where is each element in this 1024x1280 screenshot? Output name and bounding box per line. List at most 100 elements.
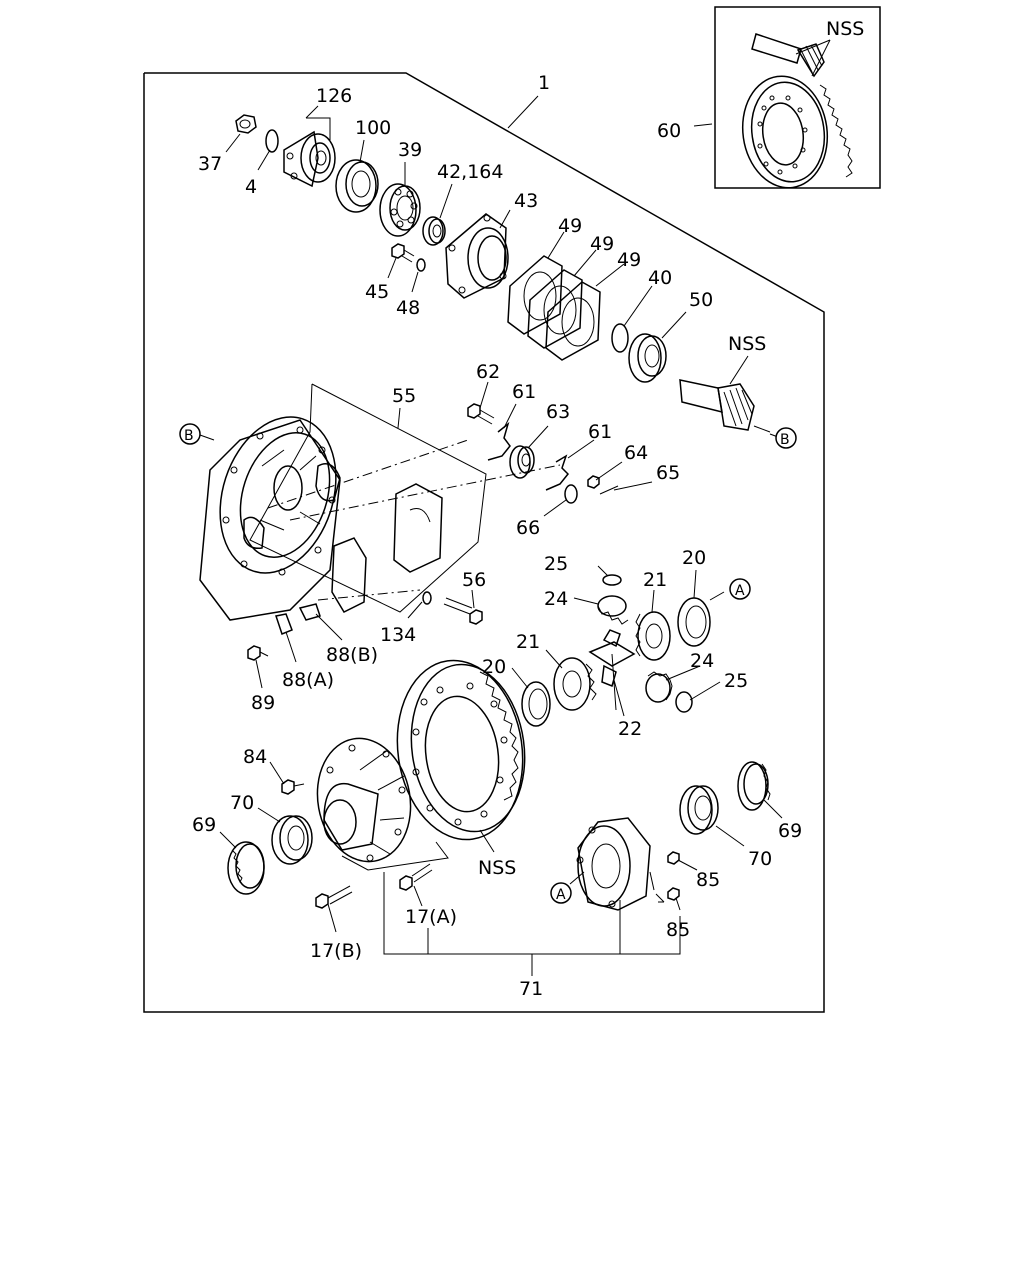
bearing-50 <box>628 333 667 383</box>
washer-48 <box>416 258 426 272</box>
ring-pinion-set-inset <box>741 33 853 189</box>
label-69b: 69 <box>778 820 802 842</box>
bolt-17a <box>399 863 433 891</box>
label-b-right: B <box>780 432 790 448</box>
companion-flange-126 <box>283 130 336 188</box>
label-45: 45 <box>365 281 389 303</box>
label-71: 71 <box>519 978 543 1000</box>
label-49b: 49 <box>590 233 614 255</box>
bracket-55 <box>249 383 487 613</box>
label-70b: 70 <box>748 848 772 870</box>
spacer-42-164 <box>422 216 446 246</box>
label-49a: 49 <box>558 215 582 237</box>
adjuster-69b <box>737 761 771 811</box>
bolt-89 <box>247 645 269 661</box>
shims-49 <box>507 255 601 361</box>
label-42-164: 42,164 <box>437 161 503 183</box>
bearing-70a <box>271 815 313 865</box>
bolt-17b <box>315 885 353 909</box>
drive-pinion <box>679 379 771 433</box>
washer-134 <box>422 591 432 605</box>
bearing-70b <box>679 785 719 835</box>
bolt-84 <box>281 779 305 795</box>
label-62: 62 <box>476 361 500 383</box>
pinion-gear-24b <box>645 671 673 703</box>
label-a-bottom: A <box>556 887 566 903</box>
leader-lines <box>199 39 831 933</box>
ring-gear <box>396 659 526 841</box>
label-134: 134 <box>380 624 416 646</box>
spider-22 <box>588 629 636 711</box>
label-nss-inset: NSS <box>826 18 864 40</box>
label-a-top: A <box>735 583 745 599</box>
label-70a: 70 <box>230 792 254 814</box>
label-nss-pinion: NSS <box>728 333 766 355</box>
lock-plate-88a <box>275 613 293 635</box>
pinion-nut-37 <box>235 114 257 134</box>
label-88a: 88(A) <box>282 669 334 691</box>
lock-plate-61b <box>545 454 570 491</box>
label-89: 89 <box>251 692 275 714</box>
label-17b: 17(B) <box>310 940 362 962</box>
label-20b: 20 <box>482 656 506 678</box>
thrust-washer-20a <box>677 597 711 647</box>
inset-frame <box>714 6 881 189</box>
label-1: 1 <box>538 72 550 94</box>
label-65: 65 <box>656 462 680 484</box>
assembly-frame <box>143 72 825 1013</box>
ref-circle-b-left <box>179 423 201 445</box>
bearing-cap-55 <box>331 483 443 613</box>
diff-case-right <box>576 817 651 911</box>
bolt-45 <box>391 243 415 263</box>
label-60: 60 <box>657 120 681 142</box>
label-48: 48 <box>396 297 420 319</box>
ref-circle-a-top <box>729 578 751 600</box>
label-4: 4 <box>245 176 257 198</box>
label-20a: 20 <box>682 547 706 569</box>
thrust-washer-25a <box>602 574 622 586</box>
ref-circle-a-bottom <box>550 882 572 904</box>
bolt-56 <box>443 597 483 625</box>
label-64: 64 <box>624 442 648 464</box>
label-50: 50 <box>689 289 713 311</box>
label-43: 43 <box>514 190 538 212</box>
label-25b: 25 <box>724 670 748 692</box>
label-66: 66 <box>516 517 540 539</box>
ref-circle-b-right <box>775 427 797 449</box>
label-61b: 61 <box>588 421 612 443</box>
bearing-retainer-43 <box>445 213 509 299</box>
side-gear-21a <box>635 611 671 661</box>
washer-4 <box>265 129 279 153</box>
label-21b: 21 <box>516 631 540 653</box>
label-56: 56 <box>462 569 486 591</box>
side-gear-21b <box>553 657 597 711</box>
label-b-left: B <box>184 428 194 444</box>
label-21a: 21 <box>643 569 667 591</box>
o-ring-40 <box>611 323 629 353</box>
label-22: 22 <box>618 718 642 740</box>
label-25a: 25 <box>544 553 568 575</box>
label-37: 37 <box>198 153 222 175</box>
label-24b: 24 <box>690 650 714 672</box>
adjuster-69a <box>227 841 265 895</box>
pin-65 <box>599 485 619 495</box>
ring-66 <box>564 484 578 504</box>
label-17a: 17(A) <box>405 906 457 928</box>
nut-85a <box>667 851 680 865</box>
lock-plate-88b <box>298 603 321 621</box>
label-55: 55 <box>392 385 416 407</box>
label-61a: 61 <box>512 381 536 403</box>
label-126: 126 <box>316 85 352 107</box>
label-24a: 24 <box>544 588 568 610</box>
label-49c: 49 <box>617 249 641 271</box>
label-63: 63 <box>546 401 570 423</box>
label-nss-ring: NSS <box>478 857 516 879</box>
callout-labels: 1 126 37 4 100 39 42,164 43 45 48 49 49 … <box>184 18 864 1000</box>
diff-case-left <box>316 737 412 863</box>
label-40: 40 <box>648 267 672 289</box>
label-69a: 69 <box>192 814 216 836</box>
label-100: 100 <box>355 117 391 139</box>
adjust-nut-63 <box>509 445 535 479</box>
lock-plate-61a <box>487 421 511 461</box>
